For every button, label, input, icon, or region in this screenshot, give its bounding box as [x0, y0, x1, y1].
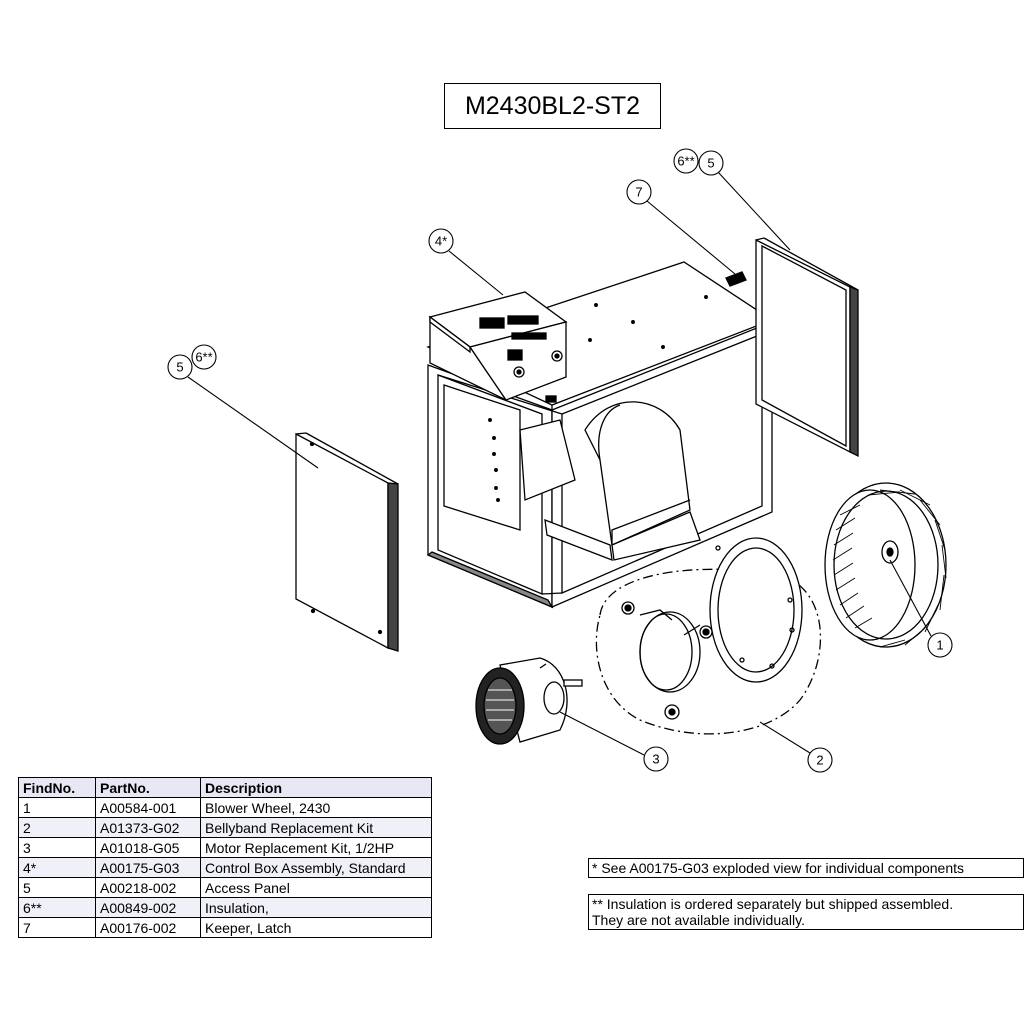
callout-1: 1 [936, 638, 943, 653]
note-control-box: * See A00175-G03 exploded view for indiv… [588, 858, 1024, 878]
table-row: 5 A00218-002 Access Panel [18, 877, 432, 898]
description-cell: Motor Replacement Kit, 1/2HP [200, 837, 432, 858]
note-control-box-text: * See A00175-G03 exploded view for indiv… [592, 860, 965, 876]
partno-cell: A00175-G03 [95, 857, 201, 878]
callout-7: 7 [635, 185, 642, 200]
parts-table: FindNo. PartNo. Description 1 A00584-001… [18, 777, 432, 938]
table-row: 1 A00584-001 Blower Wheel, 2430 [18, 797, 432, 818]
partno-cell: A00176-002 [95, 917, 201, 938]
description-cell: Bellyband Replacement Kit [200, 817, 432, 838]
table-row: 7 A00176-002 Keeper, Latch [18, 917, 432, 938]
motor [475, 657, 583, 745]
right-access-panel [755, 237, 859, 458]
findno-cell: 3 [18, 837, 96, 858]
table-row: 3 A01018-G05 Motor Replacement Kit, 1/2H… [18, 837, 432, 858]
findno-cell: 2 [18, 817, 96, 838]
findno-cell: 1 [18, 797, 96, 818]
findno-cell: 7 [18, 917, 96, 938]
note-insulation-line2: They are not available individually. [592, 912, 805, 928]
exploded-view-drawing: 4* 5 6** 7 6** 5 1 2 3 [167, 148, 953, 773]
description-cell: Access Panel [200, 877, 432, 898]
callout-5-right: 5 [707, 156, 714, 171]
header-description: Description [200, 777, 432, 798]
diagram-title: M2430BL2-ST2 [444, 83, 661, 129]
description-cell: Keeper, Latch [200, 917, 432, 938]
control-box [428, 291, 568, 402]
findno-cell: 4* [18, 857, 96, 878]
description-cell: Control Box Assembly, Standard [200, 857, 432, 878]
callout-6-left: 6** [195, 350, 212, 365]
description-cell: Blower Wheel, 2430 [200, 797, 432, 818]
partno-cell: A00218-002 [95, 877, 201, 898]
findno-cell: 5 [18, 877, 96, 898]
blower-wheel [824, 482, 947, 648]
findno-cell: 6** [18, 897, 96, 918]
note-insulation-line1: ** Insulation is ordered separately but … [592, 896, 954, 912]
callout-5-left: 5 [176, 360, 183, 375]
left-access-panel [295, 432, 399, 652]
description-cell: Insulation, [200, 897, 432, 918]
callout-3: 3 [652, 752, 659, 767]
header-findno: FindNo. [18, 777, 96, 798]
keeper-latch [725, 271, 747, 287]
partno-cell: A01018-G05 [95, 837, 201, 858]
table-row: 2 A01373-G02 Bellyband Replacement Kit [18, 817, 432, 838]
parts-table-header: FindNo. PartNo. Description [18, 777, 432, 798]
partno-cell: A01373-G02 [95, 817, 201, 838]
callout-4: 4* [435, 234, 447, 249]
note-insulation: ** Insulation is ordered separately but … [588, 894, 1024, 930]
table-row: 4* A00175-G03 Control Box Assembly, Stan… [18, 857, 432, 878]
partno-cell: A00849-002 [95, 897, 201, 918]
callout-6-right: 6** [677, 154, 694, 169]
bellyband-kit [595, 537, 822, 735]
callout-2: 2 [816, 753, 823, 768]
table-row: 6** A00849-002 Insulation, [18, 897, 432, 918]
partno-cell: A00584-001 [95, 797, 201, 818]
header-partno: PartNo. [95, 777, 201, 798]
